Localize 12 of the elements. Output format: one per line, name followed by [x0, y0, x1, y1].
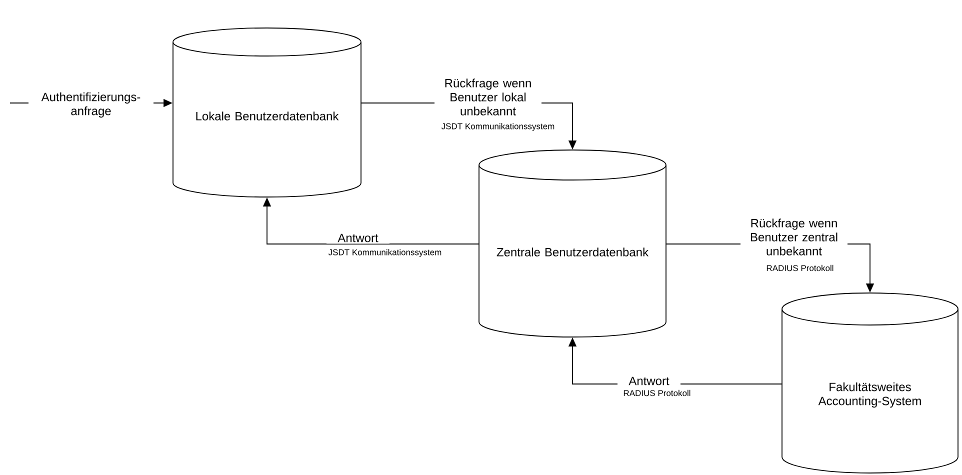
database-cylinder: Zentrale Benutzerdatenbank — [478, 150, 666, 338]
edge-label: Antwort — [618, 375, 680, 387]
database-cylinder: Fakultätsweites Accounting-System — [782, 292, 958, 474]
protocol-label: RADIUS Protokoll — [766, 264, 834, 272]
protocol-label: JSDT Kommunikationssystem — [328, 249, 442, 257]
protocol-label: RADIUS Protokoll — [624, 390, 690, 396]
edge-label: Rückfrage wenn Benutzer zentral unbekannt — [740, 217, 848, 257]
protocol-label: JSDT Kommunikationssystem — [441, 123, 554, 131]
edge-label: Rückfrage wenn Benutzer lokal unbekannt — [434, 77, 542, 117]
edge-label: Antwort — [326, 232, 390, 244]
edge-label: Authentifizierungs-anfrage — [28, 90, 154, 120]
database-cylinder: Lokale Benutzerdatenbank — [172, 28, 362, 198]
